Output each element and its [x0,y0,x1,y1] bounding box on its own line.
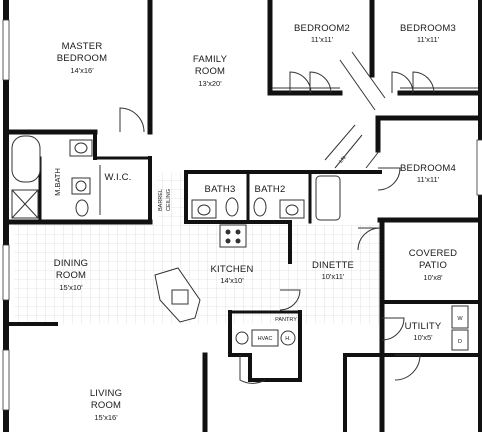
barrel-ceiling-label: BARREL [158,189,164,211]
dining-room-label: ROOM [56,270,86,281]
windows [2,19,482,411]
water-heater-label: H. [285,336,291,342]
barrel-ceiling-label: CEILING [166,189,172,211]
closet-rods [99,87,478,215]
hvac-label: HVAC [258,336,273,342]
kitchen-counter [154,224,247,323]
living-room-label: ROOM [91,400,121,411]
bath3-label: BATH3 [205,184,236,195]
master-bedroom-dims: 14'x16' [70,66,94,75]
wic-label: W.I.C. [104,172,131,183]
bedroom4-label: BEDROOM4 [400,163,456,174]
kitchen-label: KITCHEN [210,264,253,275]
dining-room-label: DINING [54,258,88,269]
room-labels: MASTER BEDROOM 14'x16' FAMILY ROOM 13'x2… [53,23,463,422]
washer-label: W [457,316,463,322]
master-bath-label: M.BATH [53,168,62,196]
bath2-label: BATH2 [255,184,286,195]
dryer-label: D [458,339,462,345]
living-room-label: LIVING [90,388,122,399]
doors [119,51,435,384]
dinette-label: DINETTE [312,260,354,271]
living-room-dims: 15'x16' [94,413,118,422]
walls [3,0,482,432]
covered-patio-label: PATIO [419,260,447,271]
bath-fixtures [11,135,469,351]
bedroom3-dims: 11'x11' [417,35,440,44]
bedroom2-dims: 11'x11' [311,35,334,44]
master-bedroom-label: MASTER [62,41,103,52]
dining-room-dims: 15'x10' [59,283,83,292]
pantry-label: PANTRY [275,317,297,323]
master-bedroom-label: BEDROOM [57,53,108,64]
dinette-dims: 10'x11' [322,272,345,281]
covered-patio-dims: 10'x8' [423,273,443,282]
utility-label: UTILITY [405,321,442,332]
utility-dims: 10'x5' [413,333,433,342]
bedroom3-label: BEDROOM3 [400,23,456,34]
family-room-label: ROOM [195,66,225,77]
linen-label: LN. [338,154,348,165]
family-room-dims: 13'x20' [198,79,222,88]
bedroom4-dims: 11'x11' [417,175,440,184]
bedroom2-label: BEDROOM2 [294,23,350,34]
kitchen-dims: 14'x10' [220,276,244,285]
family-room-label: FAMILY [193,54,228,65]
covered-patio-label: COVERED [409,248,457,259]
